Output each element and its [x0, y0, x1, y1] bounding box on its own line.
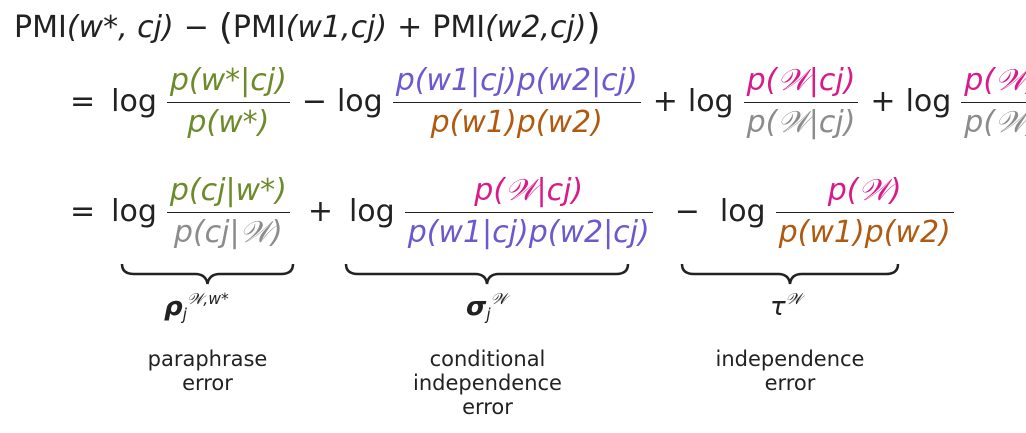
pmi-label-3: PMI	[432, 10, 486, 45]
equals-sign: =	[70, 194, 96, 230]
pmi-args-3: (w2,cj)	[485, 10, 587, 45]
fraction-2-denominator: p(w1)p(w2)	[430, 105, 603, 141]
fraction-4-denominator: p(𝒲)	[964, 105, 1026, 141]
sigma-symbol: σj𝒲	[466, 290, 507, 324]
fraction-2-numerator: p(w1|cj)p(w2|cj)	[395, 63, 638, 98]
operator-2: +	[652, 84, 678, 120]
fraction-2-bar	[392, 101, 641, 104]
log-label: log	[687, 84, 734, 120]
fraction-2: p(w1|cj)p(w2|cj) p(w1)p(w2)	[392, 63, 641, 141]
fraction-3-denominator: p(𝒲|cj)	[746, 105, 856, 141]
log-label: log	[336, 84, 383, 120]
fraction-4: p(𝒲) p(𝒲)	[961, 63, 1026, 141]
fraction-4-bar	[961, 101, 1026, 104]
log-label: log	[719, 194, 766, 230]
caption-line: paraphrase	[147, 347, 268, 371]
caption-line: independence	[413, 371, 562, 396]
fraction-1-denominator: p(w*)	[187, 105, 270, 141]
fraction-5-bar	[166, 211, 290, 214]
underbrace-2	[344, 263, 630, 285]
fraction-3-numerator: p(𝒲|cj)	[746, 63, 856, 98]
caption-independence-error: independence error	[690, 347, 890, 395]
pmi-label-2: PMI	[232, 10, 286, 45]
operator-5: −	[674, 194, 700, 230]
tau-superscript: 𝒲	[785, 290, 802, 308]
pmi-args-2: (w1,cj)	[285, 10, 388, 45]
rho-subscript: j	[182, 305, 187, 324]
sigma-superscript: 𝒲	[490, 290, 507, 308]
tau-symbol: τ𝒲	[770, 290, 802, 322]
sigma-subscript: j	[486, 305, 491, 324]
caption-line: conditional	[429, 347, 546, 371]
minus-operator: −	[183, 10, 209, 45]
open-paren: (	[218, 7, 233, 48]
fraction-4-numerator: p(𝒲)	[964, 63, 1026, 98]
fraction-3-bar	[743, 101, 859, 104]
fraction-6-bar	[404, 211, 653, 214]
rho-symbol: ρj𝒲,w*	[164, 290, 229, 324]
fraction-7: p(𝒲) p(w1)p(w2)	[775, 173, 954, 251]
fraction-6-numerator: p(𝒲|cj)	[474, 173, 584, 208]
equation-line-2: = log p(w*|cj) p(w*) − log p(w1|cj)p(w2|…	[70, 63, 1026, 141]
log-label: log	[111, 194, 157, 230]
pmi-label: PMI	[14, 10, 67, 45]
operator-4: +	[307, 194, 333, 230]
caption-line: error	[182, 371, 233, 396]
caption-line: error	[462, 395, 513, 420]
operator-1: −	[301, 84, 327, 120]
fraction-5-numerator: p(cj|w*)	[169, 173, 287, 208]
fraction-5-denominator: p(cj|𝒲)	[173, 215, 283, 251]
caption-conditional-independence-error: conditional independence error	[380, 347, 595, 419]
fraction-1-numerator: p(w*|cj)	[169, 63, 287, 98]
fraction-1-bar	[166, 101, 290, 104]
underbrace-3	[680, 263, 900, 285]
fraction-1: p(w*|cj) p(w*)	[166, 63, 290, 141]
rho-superscript: 𝒲,w*	[186, 290, 229, 308]
plus-operator: +	[397, 10, 423, 45]
equation-line-3: = log p(cj|w*) p(cj|𝒲) + log p(𝒲|cj) p(w…	[70, 173, 956, 251]
log-label: log	[348, 194, 395, 230]
rho-letter: ρ	[164, 291, 183, 322]
close-paren: )	[586, 7, 601, 48]
log-label: log	[905, 84, 952, 120]
caption-line: independence	[715, 347, 865, 371]
fraction-5: p(cj|w*) p(cj|𝒲)	[166, 173, 290, 251]
fraction-3: p(𝒲|cj) p(𝒲|cj)	[743, 63, 859, 141]
fraction-7-denominator: p(w1)p(w2)	[778, 215, 951, 251]
pmi-args-1: (w*, cj)	[66, 10, 174, 45]
underbrace-1	[120, 263, 295, 285]
caption-line: error	[764, 371, 816, 396]
equation-line-1: PMI (w*, cj) − ( PMI (w1,cj) + PMI (w2,c…	[14, 10, 601, 46]
operator-3: +	[870, 84, 896, 120]
tau-letter: τ	[770, 291, 786, 322]
log-label: log	[111, 84, 157, 120]
fraction-7-numerator: p(𝒲)	[827, 173, 902, 208]
fraction-6: p(𝒲|cj) p(w1|cj)p(w2|cj)	[404, 173, 653, 251]
caption-paraphrase-error: paraphrase error	[120, 347, 295, 395]
fraction-6-denominator: p(w1|cj)p(w2|cj)	[407, 215, 650, 251]
fraction-7-bar	[775, 211, 954, 214]
sigma-letter: σ	[466, 291, 487, 322]
equals-sign: =	[70, 84, 96, 120]
